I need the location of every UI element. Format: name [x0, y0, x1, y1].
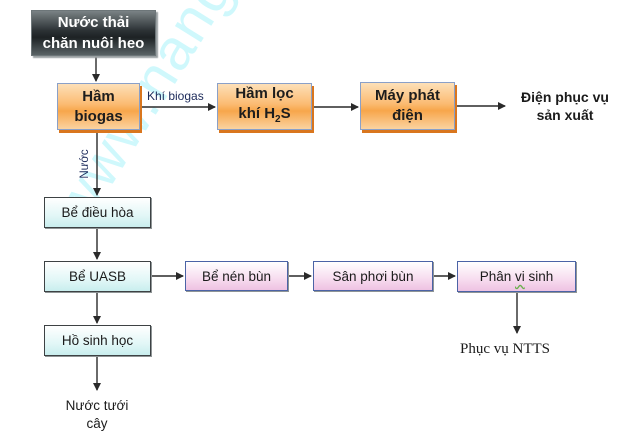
- fertilizer-spellcheck-word: vi: [515, 269, 525, 284]
- node-h2s-filter: Hầm lọc khí H2S: [217, 83, 312, 130]
- output-irrigation: Nước tưới cây: [52, 397, 142, 433]
- output-electricity-line2: sản xuất: [536, 107, 594, 123]
- output-aquaculture: Phục vụ NTTS: [460, 341, 550, 357]
- edge-label-biogas-gas: Khí biogas: [147, 89, 204, 103]
- output-electricity: Điện phục vụ sản xuất: [512, 88, 618, 124]
- node-organic-fertilizer-label: Phân vi sinh: [480, 269, 554, 284]
- node-biological-pond: Hồ sinh học: [44, 325, 151, 356]
- h2s-subscript: 2: [275, 113, 281, 125]
- output-irrigation-line2: cây: [86, 416, 108, 431]
- node-organic-fertilizer: Phân vi sinh: [457, 261, 576, 292]
- node-sludge-thickener-label: Bể nén bùn: [201, 268, 272, 284]
- node-uasb-tank: Bể UASB: [44, 261, 151, 292]
- edge-label-water: Nước: [78, 146, 92, 186]
- node-h2s-filter-line2: khí H2S: [235, 104, 293, 130]
- node-equalization-tank-label: Bể điều hòa: [61, 205, 134, 220]
- node-uasb-tank-label: Bể UASB: [68, 269, 127, 284]
- node-wastewater-source-line2: chăn nuôi heo: [42, 35, 145, 52]
- node-generator: Máy phát điện: [360, 82, 455, 130]
- fertilizer-suffix: sinh: [524, 269, 554, 284]
- node-h2s-filter-line1: Hầm lọc: [235, 84, 294, 102]
- node-generator-line1: Máy phát: [374, 87, 440, 104]
- output-electricity-line1: Điện phục vụ: [521, 89, 609, 105]
- h2s-prefix: khí H: [238, 104, 276, 122]
- node-biological-pond-label: Hồ sinh học: [61, 333, 134, 348]
- edge-label-water-text: Nước: [79, 149, 91, 179]
- output-irrigation-line1: Nước tưới: [65, 398, 129, 413]
- node-biogas-tank: Hầm biogas: [57, 83, 140, 130]
- node-wastewater-source-line1: Nước thải: [57, 14, 130, 31]
- node-sludge-thickener: Bể nén bùn: [185, 261, 288, 291]
- h2s-suffix: S: [280, 104, 291, 122]
- node-wastewater-source: Nước thải chăn nuôi heo: [31, 10, 156, 56]
- node-biogas-tank-line2: biogas: [74, 107, 123, 125]
- fertilizer-prefix: Phân: [479, 269, 515, 284]
- node-sludge-drying-bed: Sân phơi bùn: [313, 261, 433, 291]
- node-sludge-drying-bed-label: Sân phơi bùn: [332, 268, 414, 284]
- node-equalization-tank: Bể điều hòa: [44, 197, 151, 228]
- node-biogas-tank-line1: Hầm: [82, 87, 115, 105]
- node-generator-line2: điện: [392, 107, 423, 124]
